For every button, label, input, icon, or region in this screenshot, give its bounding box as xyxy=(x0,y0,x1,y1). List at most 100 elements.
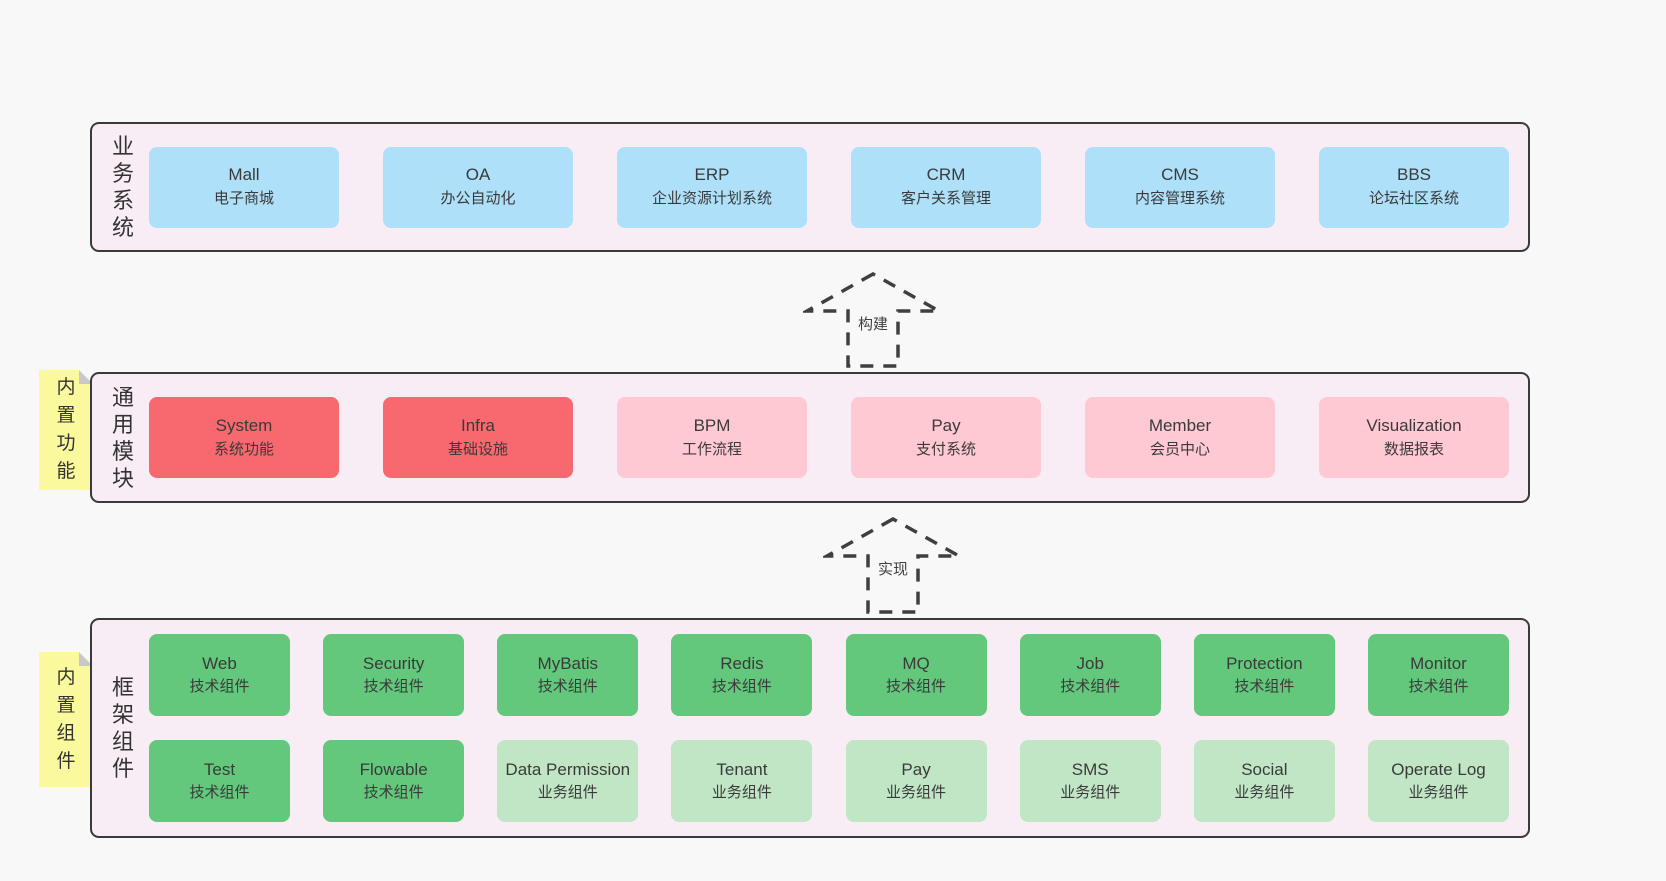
module-box-title: Job xyxy=(1076,654,1104,673)
module-box-redis: Redis 技术组件 xyxy=(671,634,813,716)
module-box-subtitle: 技术组件 xyxy=(189,784,250,801)
module-box-title: Social xyxy=(1241,760,1288,779)
module-box-job: Job 技术组件 xyxy=(1019,634,1161,716)
module-box-subtitle: 系统功能 xyxy=(213,440,274,458)
module-box-monitor: Monitor 技术组件 xyxy=(1367,634,1509,716)
module-box-subtitle: 客户关系管理 xyxy=(900,190,991,207)
band-label-text: 业务系统 xyxy=(111,134,134,240)
module-box-social: Social 业务组件 xyxy=(1193,740,1335,822)
module-box-title: ERP xyxy=(694,165,730,184)
module-box-subtitle: 技术组件 xyxy=(1234,678,1295,695)
module-box-title: Pay xyxy=(901,760,931,779)
module-box-title: Test xyxy=(203,760,236,779)
band-label-framework-components: 框架组件 xyxy=(108,620,138,836)
module-box-title: Data Permission xyxy=(505,760,631,779)
module-box-title: MyBatis xyxy=(537,654,599,673)
module-box-erp: ERP 企业资源计划系统 xyxy=(617,146,807,228)
module-box-title: Operate Log xyxy=(1391,760,1486,779)
module-box-test: Test 技术组件 xyxy=(149,740,290,822)
band-common-modules: 通用模块 System 系统功能 Infra 基础设施 BPM 工作流程 Pay 支付系统 Me… xyxy=(90,372,1530,503)
module-box-subtitle: 业务组件 xyxy=(537,784,598,801)
module-box-title: Mall xyxy=(228,165,260,184)
module-box-title: OA xyxy=(465,165,491,184)
module-box-data-permission: Data Permission 业务组件 xyxy=(497,740,639,822)
module-box-bpm: BPM 工作流程 xyxy=(617,397,807,478)
module-box-subtitle: 业务组件 xyxy=(886,784,947,801)
module-box-protection: Protection 技术组件 xyxy=(1193,634,1335,716)
module-box-visualization: Visualization 数据报表 xyxy=(1319,397,1509,478)
module-box-subtitle: 业务组件 xyxy=(1234,784,1295,801)
module-box-subtitle: 数据报表 xyxy=(1383,440,1444,458)
module-box-title: Tenant xyxy=(716,760,768,779)
band-label-business-systems: 业务系统 xyxy=(108,124,138,250)
band-label-common-modules: 通用模块 xyxy=(108,374,138,501)
module-box-title: BBS xyxy=(1396,165,1432,184)
module-box-subtitle: 办公自动化 xyxy=(440,190,516,207)
module-box-subtitle: 技术组件 xyxy=(1408,678,1469,695)
sticky-note-label: 内置功能 xyxy=(56,377,76,482)
module-box-subtitle: 支付系统 xyxy=(915,440,976,458)
block-arrow-up-icon xyxy=(803,272,943,368)
module-box-title: System xyxy=(215,415,273,435)
module-box-system: System 系统功能 xyxy=(149,397,339,478)
module-box-title: Redis xyxy=(720,654,764,673)
module-box-title: CRM xyxy=(926,165,966,184)
module-box-pay: Pay 业务组件 xyxy=(845,740,987,822)
common-modules-row: System 系统功能 Infra 基础设施 BPM 工作流程 Pay 支付系统 Member 会… xyxy=(149,397,1509,478)
module-box-pay: Pay 支付系统 xyxy=(851,397,1041,478)
module-box-subtitle: 基础设施 xyxy=(447,440,508,458)
module-box-subtitle: 业务组件 xyxy=(711,784,772,801)
module-box-subtitle: 技术组件 xyxy=(1060,678,1121,695)
module-box-title: BPM xyxy=(693,415,731,435)
module-box-mall: Mall 电子商城 xyxy=(149,146,339,228)
module-box-title: Security xyxy=(362,654,425,673)
module-box-title: Member xyxy=(1148,415,1212,435)
module-box-subtitle: 技术组件 xyxy=(363,678,424,695)
module-box-sms: SMS 业务组件 xyxy=(1019,740,1161,822)
band-business-systems: 业务系统 Mall 电子商城 OA 办公自动化 ERP 企业资源计划系统 CRM 客户关系管理… xyxy=(90,122,1530,252)
module-box-title: Web xyxy=(202,654,237,673)
module-box-title: Infra xyxy=(460,415,496,435)
band-label-text: 通用模块 xyxy=(111,384,134,491)
module-box-tenant: Tenant 业务组件 xyxy=(671,740,813,822)
module-box-subtitle: 论坛社区系统 xyxy=(1368,190,1459,207)
module-box-subtitle: 技术组件 xyxy=(711,678,772,695)
module-box-subtitle: 企业资源计划系统 xyxy=(651,190,772,207)
sticky-note-built-in-features: 内置功能 xyxy=(39,370,93,490)
module-box-title: Pay xyxy=(931,415,961,435)
arrow-up-build: 构建 xyxy=(803,272,943,368)
module-box-title: CMS xyxy=(1161,165,1199,184)
module-box-title: MQ xyxy=(902,654,930,673)
module-box-subtitle: 工作流程 xyxy=(681,440,742,458)
module-box-security: Security 技术组件 xyxy=(323,634,465,716)
module-box-bbs: BBS 论坛社区系统 xyxy=(1319,146,1509,228)
arrow-label-build: 构建 xyxy=(854,312,892,335)
module-box-title: Visualization xyxy=(1366,415,1462,435)
sticky-note-built-in-components: 内置组件 xyxy=(39,652,93,787)
module-box-subtitle: 技术组件 xyxy=(189,678,250,695)
module-box-title: Monitor xyxy=(1410,654,1467,673)
module-box-subtitle: 技术组件 xyxy=(363,784,424,801)
arrow-label-implement: 实现 xyxy=(874,557,912,580)
module-box-subtitle: 会员中心 xyxy=(1149,440,1210,458)
module-box-oa: OA 办公自动化 xyxy=(383,146,573,228)
module-box-title: Protection xyxy=(1226,654,1303,673)
module-box-web: Web 技术组件 xyxy=(149,634,290,716)
sticky-note-label: 内置组件 xyxy=(56,666,76,772)
module-box-subtitle: 业务组件 xyxy=(1060,784,1121,801)
module-box-member: Member 会员中心 xyxy=(1085,397,1275,478)
band-label-text: 框架组件 xyxy=(111,675,134,781)
module-box-title: SMS xyxy=(1071,760,1109,779)
module-box-subtitle: 电子商城 xyxy=(213,190,274,207)
module-box-crm: CRM 客户关系管理 xyxy=(851,146,1041,228)
